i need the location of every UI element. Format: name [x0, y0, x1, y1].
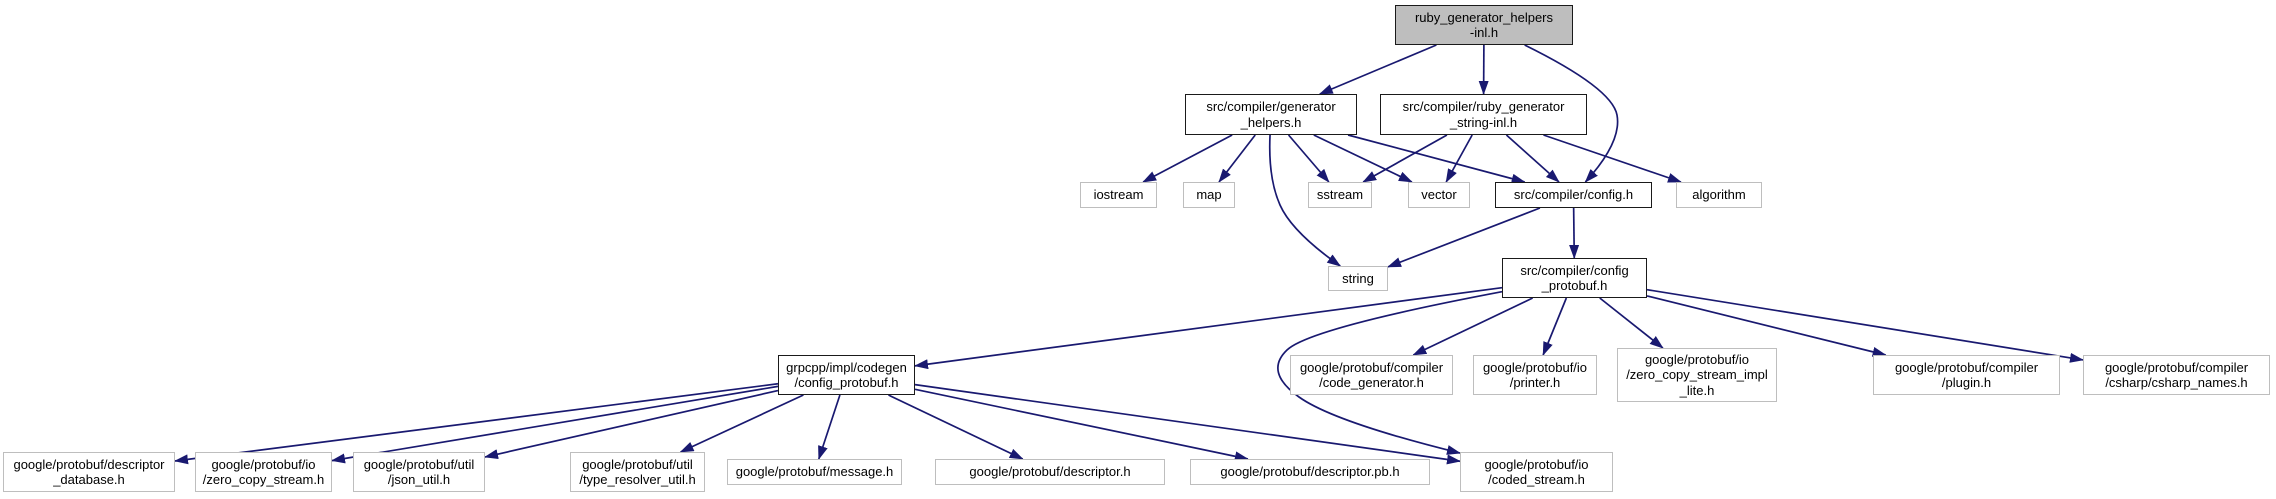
node-generator_helpers[interactable]: src/compiler/generator _helpers.h [1185, 94, 1357, 135]
edge-generator_helpers-to-map [1218, 134, 1256, 183]
node-map: map [1183, 182, 1235, 208]
node-json_util: google/protobuf/util /json_util.h [353, 452, 485, 492]
edge-ruby_generator_string-to-sstream [1362, 134, 1448, 183]
node-code_generator: google/protobuf/compiler /code_generator… [1290, 355, 1453, 395]
node-config[interactable]: src/compiler/config.h [1495, 182, 1652, 208]
node-printer: google/protobuf/io /printer.h [1473, 355, 1597, 395]
node-message: google/protobuf/message.h [727, 459, 902, 485]
edge-config_protobuf-to-code_generator [1412, 297, 1534, 356]
edge-ruby_generator_string-to-config [1505, 134, 1560, 183]
node-descriptor_database: google/protobuf/descriptor _database.h [3, 452, 175, 492]
node-csharp_names: google/protobuf/compiler /csharp/csharp_… [2083, 355, 2270, 395]
edge-config_protobuf-to-coded_stream [1277, 290, 1503, 455]
node-descriptor_pb: google/protobuf/descriptor.pb.h [1190, 459, 1430, 485]
edge-grpcpp_config_protobuf-to-descriptor_database [174, 382, 779, 465]
edge-generator_helpers-to-sstream [1287, 134, 1330, 183]
edge-grpcpp_config_protobuf-to-descriptor_pb [914, 388, 1249, 462]
edge-grpcpp_config_protobuf-to-type_resolver_util [679, 394, 804, 453]
edge-grpcpp_config_protobuf-to-json_util [484, 389, 779, 460]
edge-grpcpp_config_protobuf-to-descriptor [888, 394, 1024, 460]
edge-config_protobuf-to-zero_copy_stream_impl_lite [1599, 297, 1664, 349]
edge-generator_helpers-to-config [1347, 134, 1526, 184]
edge-generator_helpers-to-iostream [1142, 134, 1233, 183]
edge-grpcpp_config_protobuf-to-message [817, 394, 841, 460]
edge-config_protobuf-to-csharp_names [1646, 288, 2084, 363]
node-sstream: sstream [1308, 182, 1372, 208]
node-root: ruby_generator_helpers -inl.h [1395, 5, 1573, 45]
edge-config-to-config_protobuf [1569, 207, 1580, 259]
node-config_protobuf[interactable]: src/compiler/config _protobuf.h [1502, 258, 1647, 298]
edge-ruby_generator_string-to-algorithm [1543, 134, 1682, 183]
edge-root-to-generator_helpers [1318, 44, 1437, 95]
edge-grpcpp_config_protobuf-to-coded_stream [914, 383, 1461, 465]
edge-grpcpp_config_protobuf-to-zero_copy_stream [331, 385, 779, 464]
edge-config_protobuf-to-grpcpp_config_protobuf [914, 286, 1503, 370]
node-zero_copy_stream: google/protobuf/io /zero_copy_stream.h [195, 452, 332, 492]
node-vector: vector [1408, 182, 1470, 208]
node-type_resolver_util: google/protobuf/util /type_resolver_util… [570, 452, 705, 492]
node-coded_stream: google/protobuf/io /coded_stream.h [1460, 452, 1613, 492]
node-string: string [1328, 266, 1388, 291]
edge-config-to-string [1387, 207, 1541, 268]
node-ruby_generator_string[interactable]: src/compiler/ruby_generator _string-inl.… [1380, 94, 1587, 135]
node-zero_copy_stream_impl_lite: google/protobuf/io /zero_copy_stream_imp… [1617, 348, 1777, 402]
edge-generator_helpers-to-vector [1313, 134, 1413, 183]
node-iostream: iostream [1080, 182, 1157, 208]
node-grpcpp_config_protobuf[interactable]: grpcpp/impl/codegen /config_protobuf.h [778, 355, 915, 395]
edge-config_protobuf-to-printer [1542, 297, 1568, 356]
edge-config_protobuf-to-plugin [1646, 295, 1887, 357]
node-algorithm: algorithm [1676, 182, 1762, 208]
edge-ruby_generator_string-to-vector [1445, 134, 1473, 183]
node-plugin: google/protobuf/compiler /plugin.h [1873, 355, 2060, 395]
node-descriptor: google/protobuf/descriptor.h [935, 459, 1165, 485]
edge-generator_helpers-to-string [1268, 134, 1342, 267]
